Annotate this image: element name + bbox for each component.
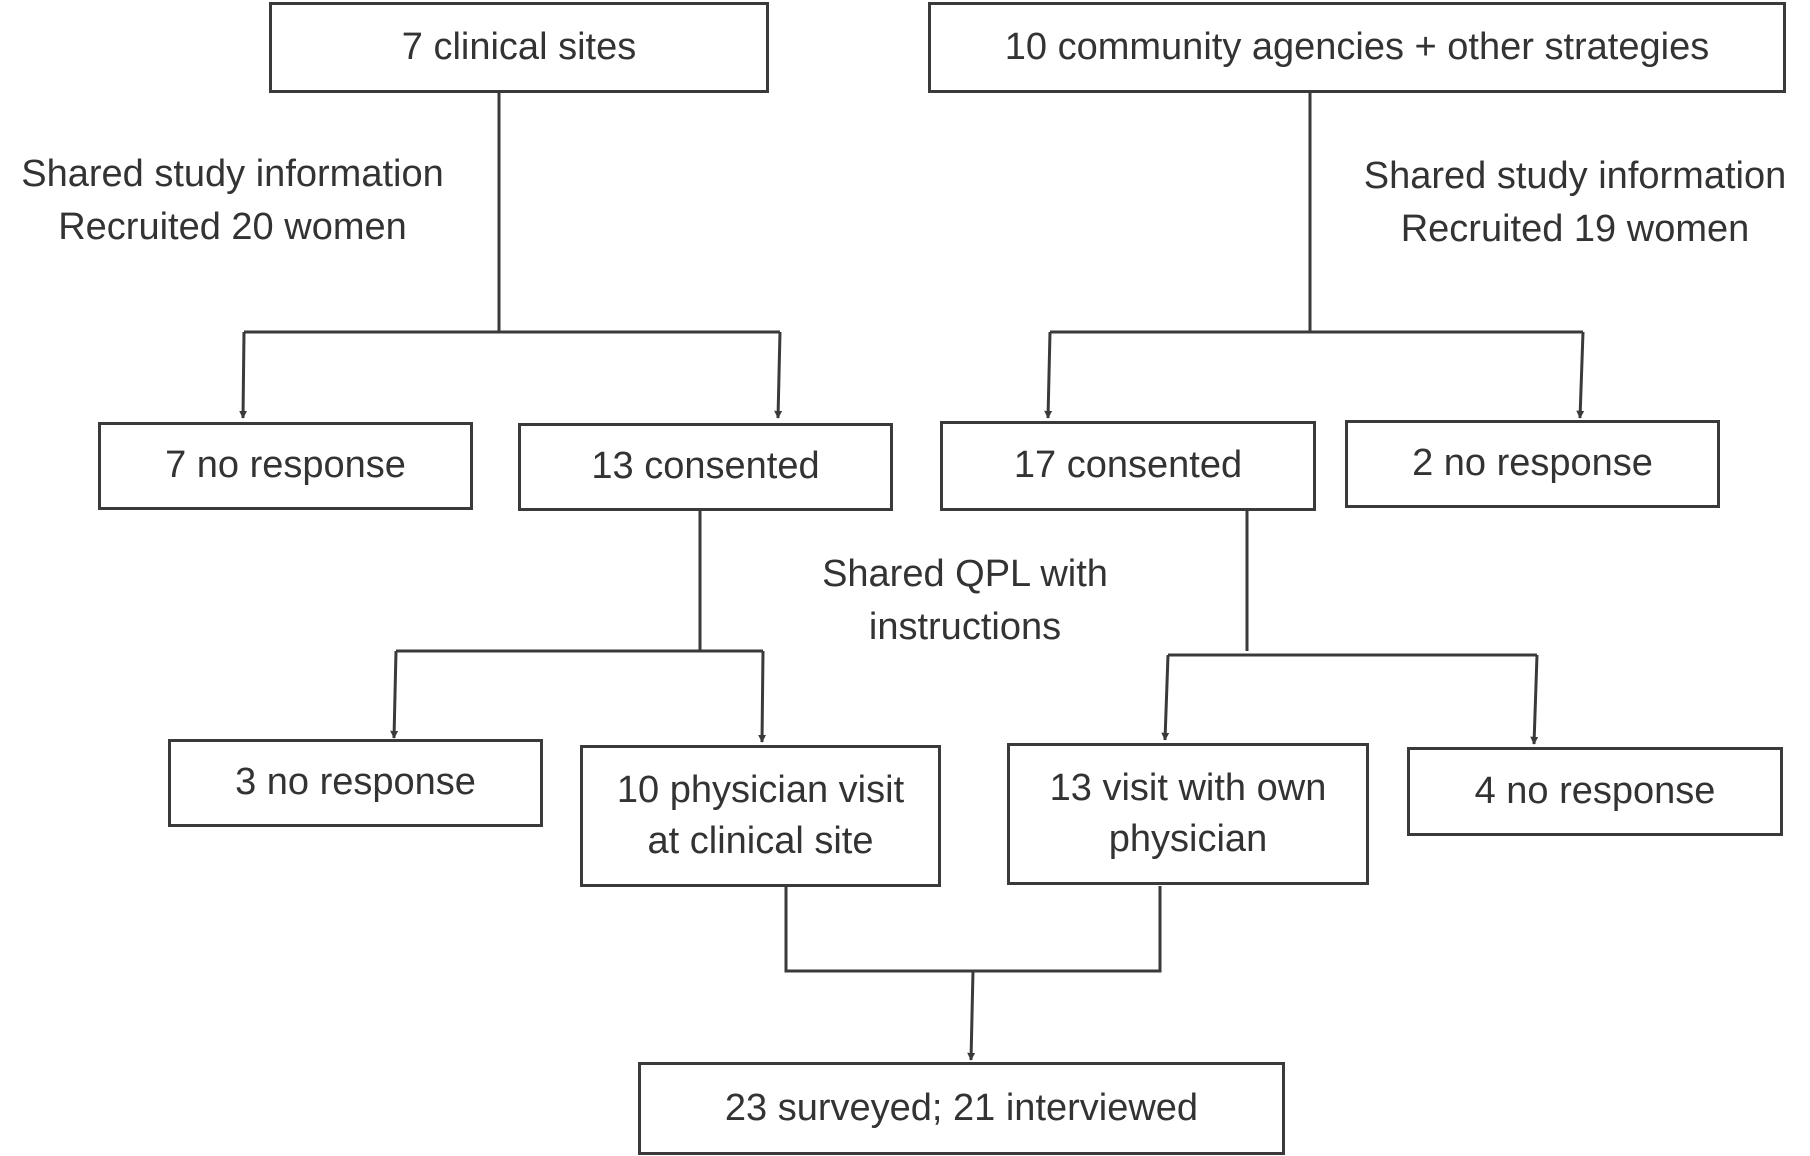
clinical-sites-box: 7 clinical sites [269,2,769,93]
connector-line [784,886,1162,973]
arrow-to-physician-visit [758,650,767,743]
left-recruitment-line-2: Recruited 20 women [58,206,407,249]
final-outcome-box: 23 surveyed; 21 interviewed [638,1062,1285,1155]
physician-visit-line-2: at clinical site [647,820,874,862]
qpl-community-no-response-label: 4 no response [1474,769,1716,812]
qpl-clinical-no-response-box: 3 no response [168,739,543,827]
final-outcome-label: 23 surveyed; 21 interviewed [724,1086,1199,1129]
clinical-consented-label: 13 consented [591,445,820,488]
community-agencies-label: 10 community agencies + other strategies [1004,25,1710,68]
arrow-to-community-consented [1044,331,1053,419]
arrow-to-community-no-response [1576,331,1585,419]
arrow-to-clinical-no-response [239,331,248,419]
own-physician-visit-line-1: 13 visit with own [1049,766,1327,809]
arrow-to-qpl-community-no-response [1530,654,1539,745]
own-physician-visit-box: 13 visit with own physician [1007,743,1369,885]
community-no-response-label: 2 no response [1412,442,1653,485]
arrow-to-qpl-clinical-no-response [390,650,399,739]
right-recruitment-line-1: Shared study information [1363,155,1787,197]
clinical-no-response-label: 7 no response [165,444,406,487]
community-no-response-box: 2 no response [1345,420,1720,508]
left-recruitment-note: Shared study information Recruited 20 wo… [0,148,465,254]
clinical-sites-label: 7 clinical sites [401,25,637,68]
arrow-to-own-physician-visit [1161,654,1170,741]
community-consented-label: 17 consented [1013,444,1243,487]
right-recruitment-line-2: Recruited 19 women [1400,208,1750,251]
community-consented-box: 17 consented [940,421,1316,511]
right-recruitment-note: Shared study information Recruited 19 wo… [1340,150,1810,256]
clinical-no-response-box: 7 no response [98,422,473,510]
physician-visit-box: 10 physician visit at clinical site [580,745,941,887]
qpl-line-1: Shared QPL with [822,553,1108,595]
arrow-to-final [967,970,976,1061]
left-recruitment-line-1: Shared study information [21,153,444,195]
arrow-to-clinical-consented [774,331,783,419]
physician-visit-line-1: 10 physician visit [616,768,905,811]
own-physician-visit-line-2: physician [1108,818,1268,860]
clinical-consented-box: 13 consented [518,423,893,511]
qpl-community-no-response-box: 4 no response [1407,747,1783,836]
qpl-note: Shared QPL with instructions [795,548,1135,654]
qpl-clinical-no-response-label: 3 no response [235,761,476,804]
community-agencies-box: 10 community agencies + other strategies [928,2,1786,93]
qpl-line-2: instructions [868,606,1062,649]
